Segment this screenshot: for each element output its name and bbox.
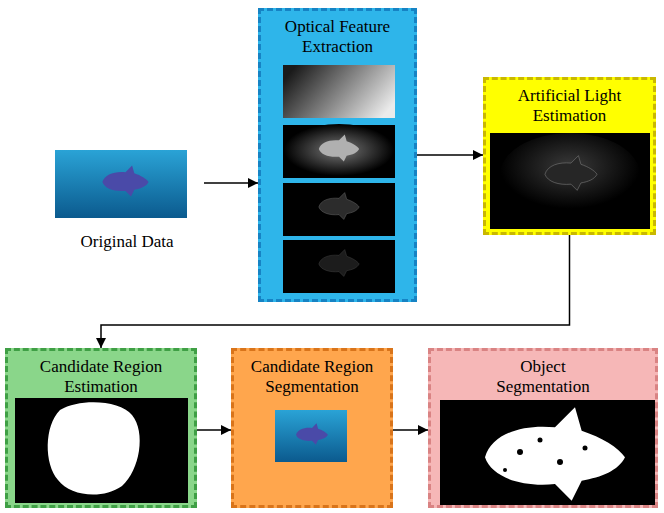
feature-map: [283, 125, 395, 178]
box-title: Artificial Light Estimation: [500, 86, 640, 125]
fish-figure: [319, 193, 359, 220]
mask-hole: [517, 449, 523, 455]
photo-crop: [275, 410, 347, 462]
light-map: [490, 133, 650, 229]
feature-map: [283, 183, 395, 236]
process-box: Optical Feature Extraction: [258, 8, 417, 302]
mask-hole: [583, 446, 588, 451]
flow-arrow: [197, 429, 231, 431]
fish-figure: [296, 423, 328, 444]
feature-map: [283, 240, 395, 293]
image-caption: Original Data: [56, 232, 198, 252]
feature-map: [283, 65, 395, 118]
process-box: Object Segmentation: [428, 348, 658, 508]
fish-figure: [319, 250, 359, 277]
process-box: Candidate Region Segmentation: [231, 348, 393, 508]
mask-hole: [557, 459, 563, 465]
box-title: Object Segmentation: [483, 357, 603, 396]
mask-hole: [538, 438, 543, 443]
flow-arrow: [417, 154, 483, 156]
process-box: Candidate Region Estimation: [5, 348, 197, 508]
box-title: Candidate Region Segmentation: [237, 357, 387, 396]
fish-mask: [485, 407, 625, 500]
photo-original: [55, 150, 187, 218]
light-glow: [500, 133, 640, 217]
flow-arrow: [393, 429, 428, 431]
light-glow: [284, 124, 394, 176]
image-node: Original Data: [50, 145, 204, 255]
fish-figure: [102, 166, 148, 197]
mask-map: [440, 400, 655, 505]
fish-figure: [319, 135, 359, 162]
mask-hole: [503, 468, 507, 472]
flow-arrow: [204, 182, 258, 184]
fish-figure: [545, 156, 597, 191]
region-map: [15, 398, 188, 503]
box-title: Optical Feature Extraction: [268, 17, 408, 56]
process-box: Artificial Light Estimation: [483, 77, 656, 235]
region-blob: [48, 402, 140, 494]
box-title: Candidate Region Estimation: [26, 357, 176, 396]
